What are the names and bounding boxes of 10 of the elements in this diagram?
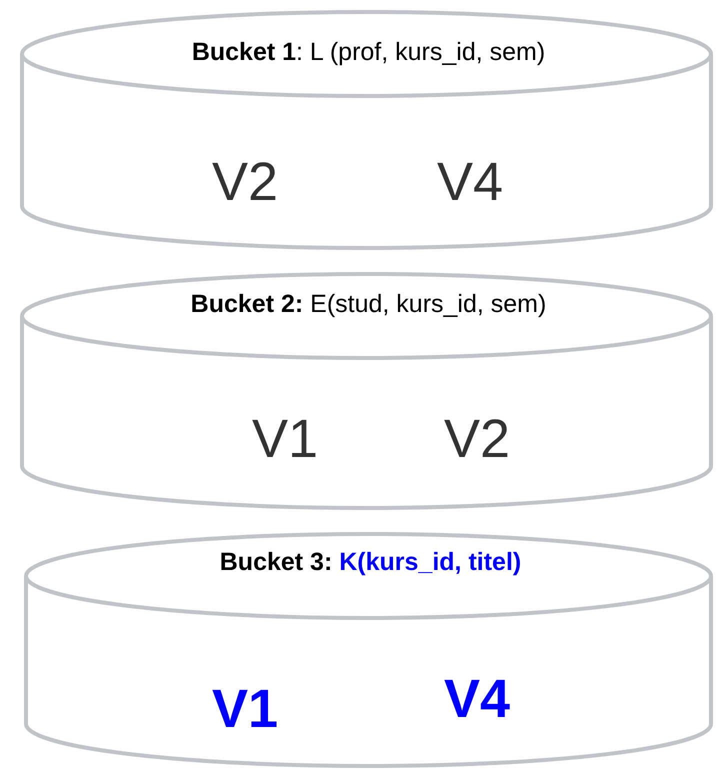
bucket-heading: K(kurs_id, titel) [339,548,522,576]
view-label: V4 [436,155,504,209]
view-label: V1 [252,412,318,466]
view-label: V4 [444,672,510,726]
bucket-heading: Bucket 2: E(stud, kurs_id, sem) [190,290,546,318]
bucket-heading: Bucket 3: [220,548,332,576]
view-label: V2 [444,412,510,466]
bucket-heading: Bucket 1: L (prof, kurs_id, sem) [192,38,546,66]
view-label: V2 [212,155,278,209]
view-label: V1 [212,682,278,736]
